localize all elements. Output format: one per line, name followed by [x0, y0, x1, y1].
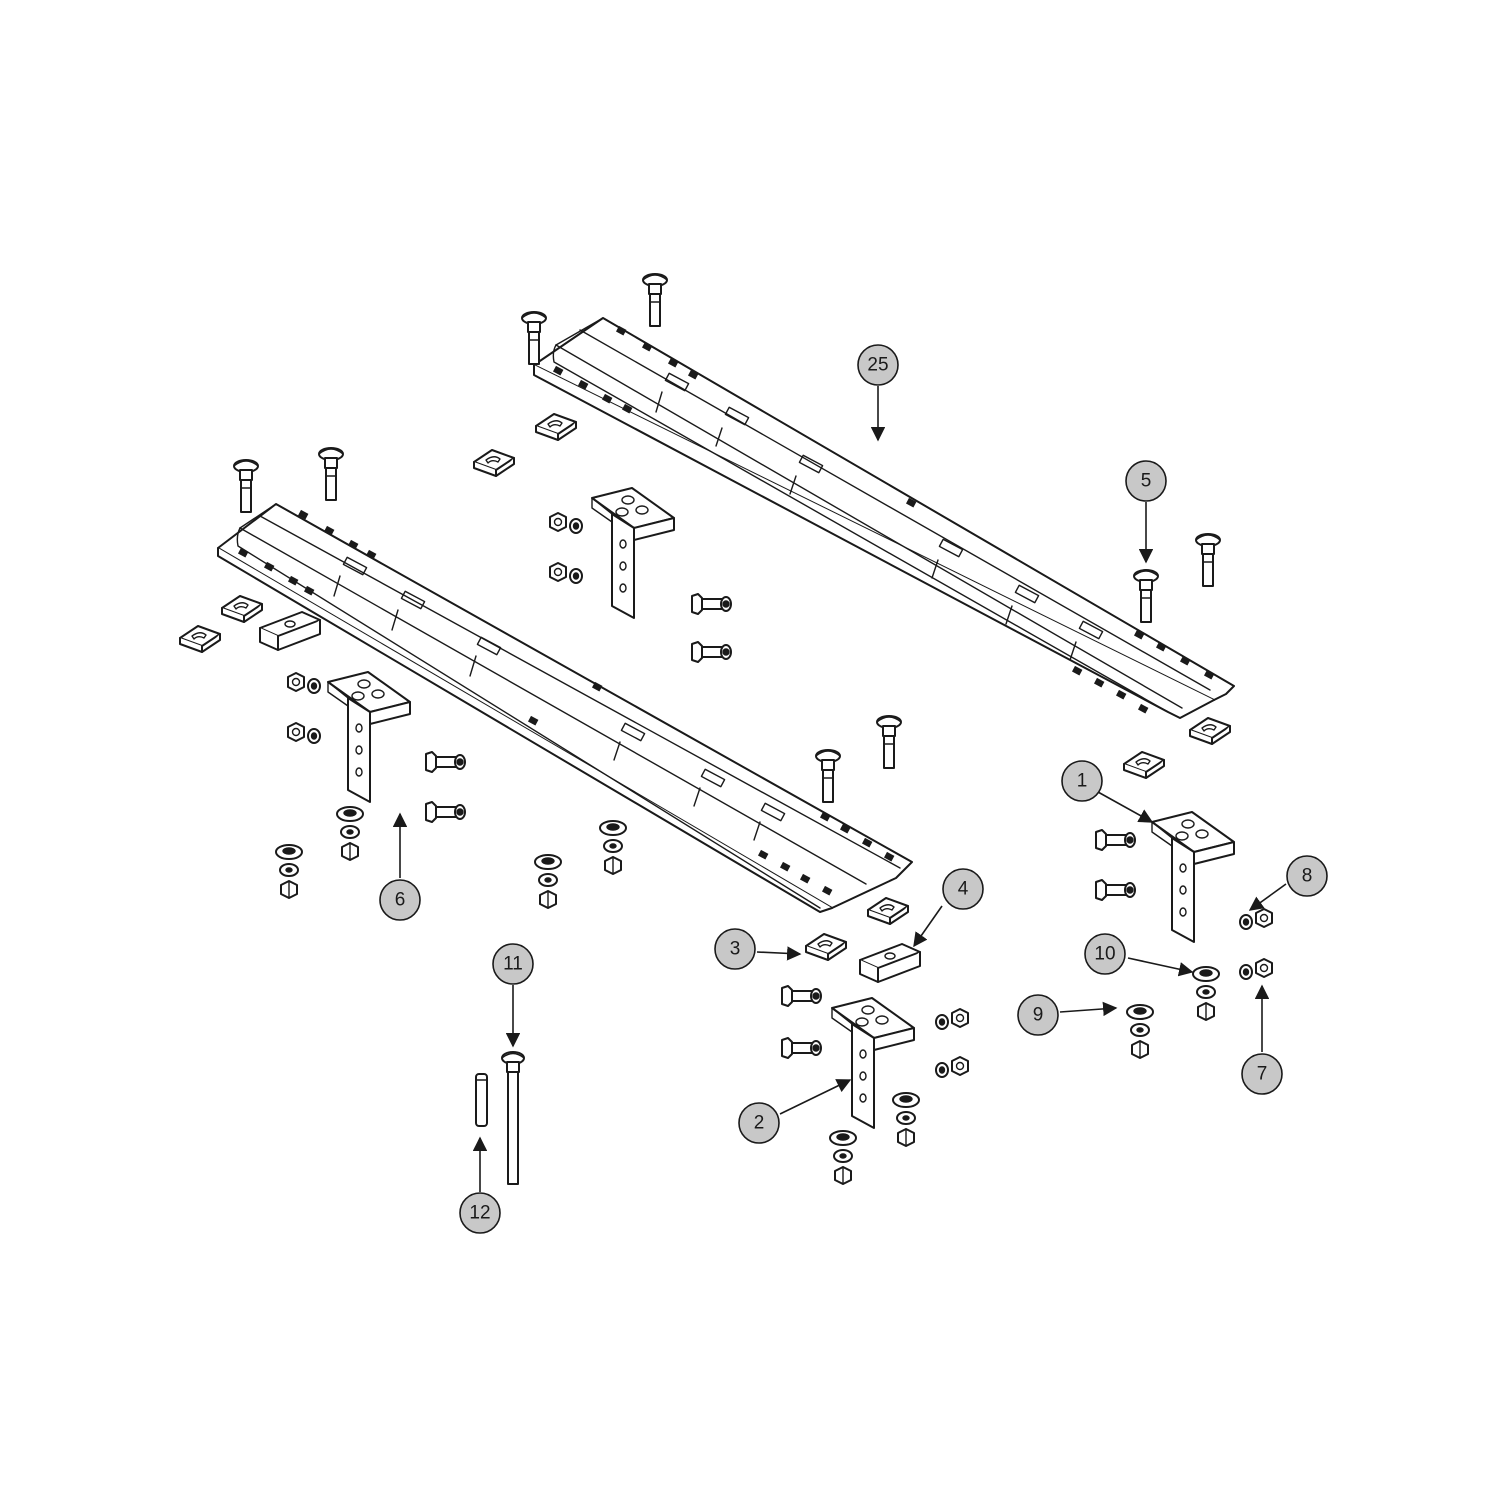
- callout-25: 25: [857, 344, 899, 386]
- callout-12: 12: [459, 1192, 501, 1234]
- callout-4: 4: [942, 868, 984, 910]
- callout-7: 7: [1241, 1053, 1283, 1095]
- carriage-bolts: [233, 273, 1221, 1185]
- leader-lines: [392, 386, 1287, 1192]
- svg-text:4: 4: [958, 879, 969, 900]
- callout-10: 10: [1084, 933, 1126, 975]
- svg-text:9: 9: [1033, 1005, 1044, 1026]
- callout-9: 9: [1017, 994, 1059, 1036]
- svg-text:6: 6: [395, 890, 406, 911]
- callout-2: 2: [738, 1102, 780, 1144]
- callout-11: 11: [492, 943, 534, 985]
- callout-8: 8: [1286, 855, 1328, 897]
- svg-text:1: 1: [1077, 771, 1088, 792]
- svg-text:10: 10: [1094, 944, 1115, 965]
- svg-text:7: 7: [1257, 1064, 1268, 1085]
- callout-3: 3: [714, 928, 756, 970]
- svg-text:12: 12: [469, 1203, 490, 1224]
- svg-text:11: 11: [503, 954, 523, 975]
- svg-text:2: 2: [754, 1113, 765, 1134]
- callout-5: 5: [1125, 460, 1167, 502]
- svg-text:5: 5: [1141, 471, 1152, 492]
- svg-text:3: 3: [730, 939, 741, 960]
- svg-text:25: 25: [867, 355, 888, 376]
- svg-text:8: 8: [1302, 866, 1313, 887]
- rail-front: [217, 503, 913, 913]
- rail-back: [533, 317, 1235, 719]
- callout-1: 1: [1061, 760, 1103, 802]
- callout-6: 6: [379, 879, 421, 921]
